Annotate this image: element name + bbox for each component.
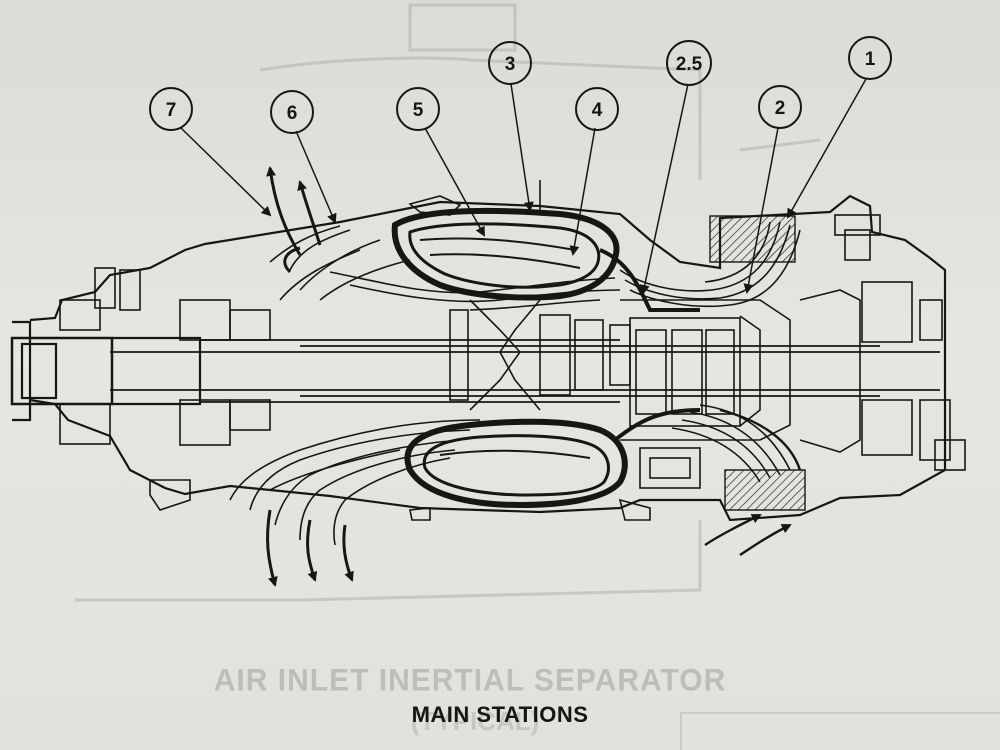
airflow-lines-lower — [229, 404, 791, 546]
inlet-screens — [709, 215, 806, 511]
show-through-subcaption: (TYPICAL) — [410, 706, 540, 736]
compressor-section — [620, 214, 966, 471]
station-label-5: 5 — [413, 100, 424, 121]
station-label-7: 7 — [166, 100, 177, 121]
figure-caption: MAIN STATIONS — [411, 702, 589, 727]
show-through-caption: AIR INLET INERTIAL SEPARATOR — [213, 663, 727, 698]
show-through-frame — [680, 712, 1000, 750]
station-callout-3: 3 — [488, 41, 532, 85]
engine-shaft — [110, 339, 940, 403]
show-through-drawing — [75, 3, 821, 602]
station-leader-lines — [180, 78, 867, 295]
station-label-4: 4 — [592, 100, 603, 121]
exhaust-arrows-upper — [266, 166, 322, 274]
station-callout-7: 7 — [149, 87, 193, 131]
station-label-3: 3 — [505, 54, 516, 75]
station-callout-4: 4 — [575, 87, 619, 131]
station-label-2: 2 — [775, 98, 786, 119]
combustion-liner-lower — [404, 408, 802, 509]
turbine-section — [59, 180, 701, 521]
exhaust-arrows-lower — [266, 509, 354, 587]
inlet-arrows — [704, 513, 792, 556]
station-callout-5: 5 — [396, 87, 440, 131]
combustion-liner-upper — [391, 207, 700, 312]
station-callouts: 7 6 5 3 4 2.5 — [149, 36, 892, 134]
station-label-2-5: 2.5 — [676, 54, 703, 75]
station-label-6: 6 — [287, 103, 298, 124]
engine-casing — [10, 194, 947, 522]
station-callout-1: 1 — [848, 36, 892, 80]
station-callout-2-5: 2.5 — [666, 40, 712, 86]
station-callout-6: 6 — [270, 90, 314, 134]
station-callout-2: 2 — [758, 85, 802, 129]
station-label-1: 1 — [865, 49, 876, 70]
